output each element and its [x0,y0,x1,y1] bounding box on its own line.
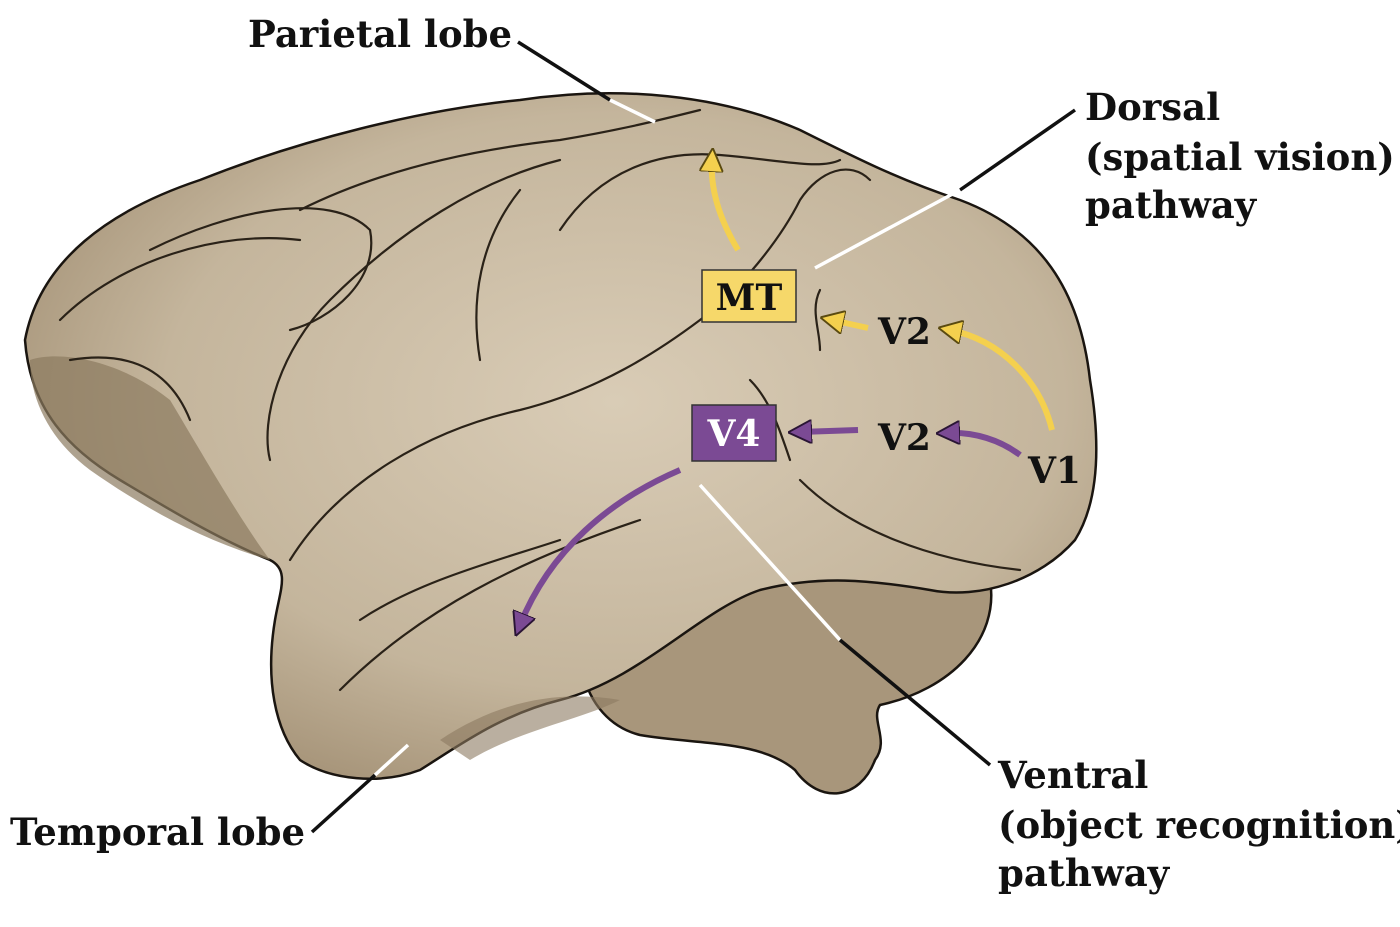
v4-box [691,404,777,462]
v4-label: V4 [707,413,761,455]
parietal-lobe-label: Parietal lobe [248,12,512,56]
parietal-pointer [517,40,611,102]
dorsal-label-line2: (spatial vision) [1085,135,1395,179]
parietal-pointer-inner [609,98,656,124]
arrow-v1-to-v2-ventral [948,433,1022,458]
frontal-shadow [30,356,270,560]
dorsal-label-line1: Dorsal [1085,85,1220,129]
ventral-label-line3: pathway [998,851,1171,895]
ventral-label-line2: (object recognition) [998,803,1400,847]
ventral-label-line1: Ventral [997,753,1148,797]
dorsal-pointer-inner [814,188,961,270]
dorsal-label-line3: pathway [1085,183,1258,227]
cerebral-cortex [23,92,1098,780]
arrow-v2-to-v4 [800,430,859,432]
temporal-pointer [310,773,377,834]
temporal-pointer-inner [373,743,410,777]
mt-box [701,269,797,323]
temporal-lobe-label: Temporal lobe [10,810,305,854]
ventral-pointer-inner [698,483,842,642]
arrow-v1-to-v2-dorsal [950,330,1055,431]
v1-label: V1 [1027,450,1081,492]
v2-ventral-label: V2 [877,417,931,459]
arrow-v4-to-temporal [520,467,682,625]
arrow-mt-to-parietal [712,160,741,252]
mt-label: MT [716,277,783,319]
ventral-pointer [838,638,992,767]
temporal-shadow [440,696,620,760]
arrow-v2-to-mt [832,320,869,328]
dorsal-pointer [959,108,1076,192]
v2-dorsal-label: V2 [877,311,931,353]
